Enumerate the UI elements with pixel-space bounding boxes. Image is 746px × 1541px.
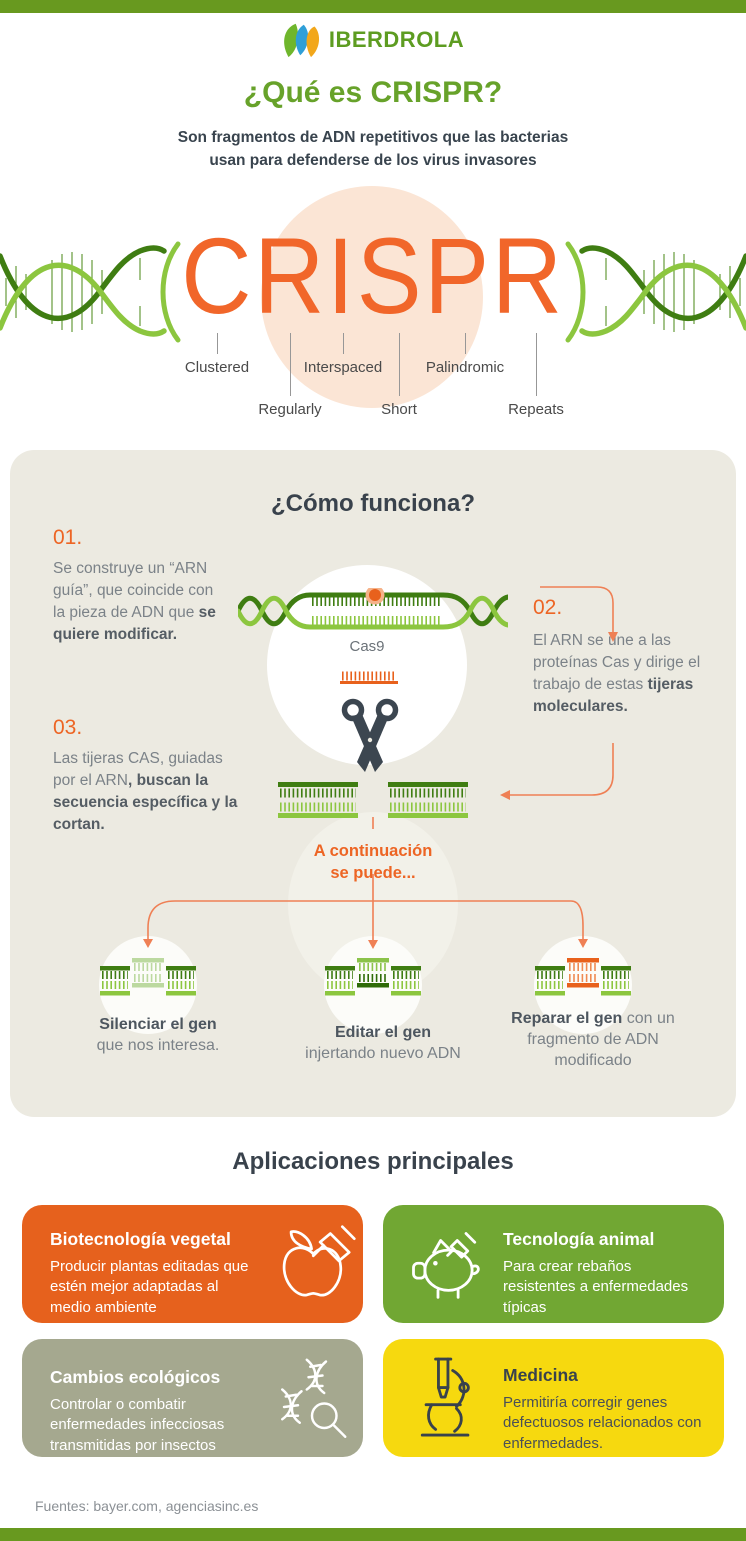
- bottom-green-bar: [0, 1528, 746, 1541]
- card-cambios-ecologicos: Cambios ecológicos Controlar o combatir …: [22, 1339, 363, 1457]
- how-it-works-panel: ¿Cómo funciona? 01. Se construye un “ARN…: [10, 450, 736, 1117]
- tick-line: [290, 333, 291, 396]
- cut-dna-right-piece: [388, 782, 468, 818]
- dna-magnifier-icon: [281, 1358, 347, 1438]
- card-description: Permitiría corregir genes defectuosos re…: [503, 1394, 702, 1452]
- dna-helix-left: [0, 241, 181, 343]
- applications-title: Aplicaciones principales: [232, 1148, 514, 1175]
- guide-rna-icon: [340, 671, 398, 684]
- card-description: Producir plantas editadas que estén mejo…: [50, 1258, 249, 1316]
- tick-line: [343, 333, 344, 354]
- dna-helix-right: [565, 241, 746, 343]
- card-title: Tecnología animal: [503, 1229, 655, 1249]
- microscope-icon: [420, 1357, 470, 1437]
- card-medicina: Medicina Permitiría corregir genes defec…: [383, 1339, 724, 1457]
- iberdrola-leaves-icon: [283, 23, 319, 58]
- step3-text: Las tijeras CAS, guiadas por el ARN, bus…: [53, 750, 238, 833]
- how-title: ¿Cómo funciona?: [271, 490, 475, 517]
- apple-syringe-icon: [282, 1225, 356, 1297]
- card-title: Biotecnología vegetal: [50, 1229, 231, 1249]
- subtitle-line2: usan para defenderse de los virus invaso…: [209, 152, 537, 170]
- crispr-acronym: CRISPR: [181, 215, 565, 336]
- top-green-bar: [0, 0, 746, 13]
- brand-name: IBERDROLA: [328, 27, 465, 52]
- step2-text: El ARN se une a las proteínas Cas y diri…: [533, 632, 701, 715]
- card-description: Para crear rebaños resistentes a enferme…: [503, 1258, 689, 1316]
- card-tecnologia-animal: Tecnología animal Para crear rebaños res…: [383, 1205, 724, 1323]
- tick-line: [465, 333, 466, 354]
- step1-number: 01.: [53, 526, 83, 549]
- tick-line: [399, 333, 400, 396]
- cas9-label: Cas9: [349, 638, 385, 655]
- iberdrola-logo: IBERDROLA: [0, 22, 746, 58]
- tick-line: [536, 333, 537, 396]
- page-title: ¿Qué es CRISPR?: [243, 76, 503, 109]
- card-title: Medicina: [503, 1365, 578, 1385]
- target-dna-strand: [238, 588, 508, 630]
- outcome1-label: Silenciar el gen que nos interesa.: [96, 1016, 220, 1055]
- peach-circle: [261, 186, 483, 408]
- pig-syringe-icon: [412, 1232, 480, 1299]
- target-site-dot: [369, 589, 381, 601]
- card-description: Controlar o combatir enfermedades infecc…: [50, 1396, 225, 1454]
- card-title: Cambios ecológicos: [50, 1367, 221, 1387]
- silenced-gene-icon: [100, 958, 196, 996]
- card-biotecnologia-vegetal: Biotecnología vegetal Producir plantas e…: [22, 1205, 363, 1323]
- step1-text: Se construye un “ARN guía”, que coincide…: [53, 560, 216, 643]
- cut-dna-left-piece: [278, 782, 358, 818]
- step3-number: 03.: [53, 716, 83, 739]
- scissors-icon: [341, 698, 399, 772]
- tick-line: [217, 333, 218, 354]
- repaired-gene-icon: [535, 958, 631, 996]
- edited-gene-icon: [325, 958, 421, 996]
- next-step-text: A continuación se puede...: [313, 842, 433, 883]
- cut-dna-strand: [278, 782, 468, 818]
- step2-number: 02.: [533, 596, 563, 619]
- page-subtitle: Son fragmentos de ADN repetitivos que la…: [0, 126, 746, 173]
- subtitle-line1: Son fragmentos de ADN repetitivos que la…: [177, 129, 569, 146]
- outcome2-label: Editar el gen injertando nuevo ADN: [305, 1024, 461, 1063]
- sources-text: Fuentes: bayer.com, agenciasinc.es: [35, 1498, 259, 1514]
